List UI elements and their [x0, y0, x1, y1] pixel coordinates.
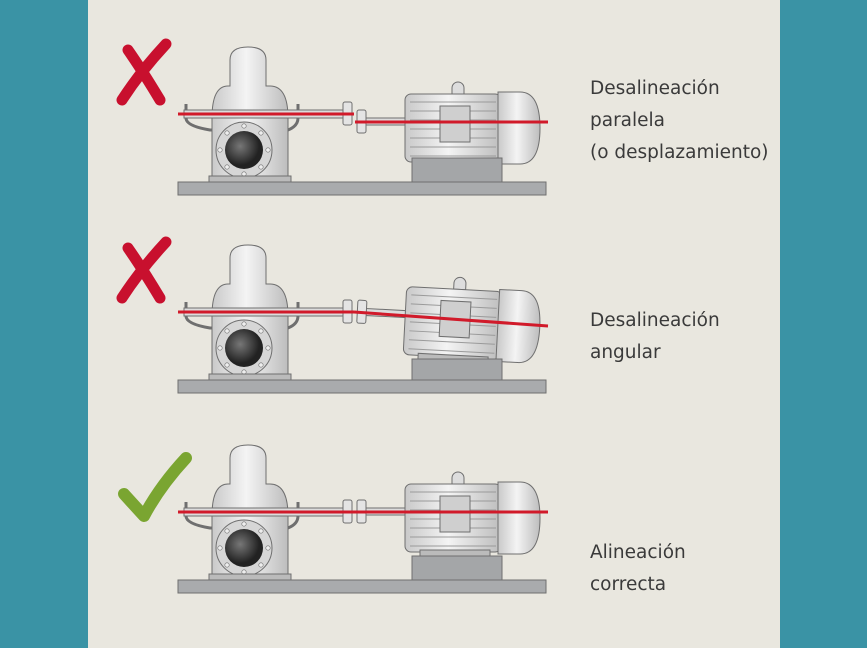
- incorrect-cross-icon: [116, 38, 172, 106]
- fan-cover: [495, 288, 541, 364]
- label-line: Desalineación: [590, 310, 720, 331]
- motor-base-block: [411, 555, 503, 581]
- lifting-eye-icon: [453, 276, 467, 291]
- flange-bolt: [224, 328, 230, 334]
- label-correct-alignment: Alineación correcta: [590, 537, 686, 601]
- pump-feet: [208, 373, 292, 381]
- label-line: Alineación: [590, 542, 686, 563]
- pump-outlet-icon: [225, 131, 263, 169]
- motor: [356, 471, 541, 557]
- pump-feet: [208, 175, 292, 183]
- cooling-fin: [408, 339, 495, 345]
- pump-motor-assembly-2: [116, 236, 549, 394]
- label-angular-misalignment: Desalineación angular: [590, 305, 720, 369]
- pump-feet: [208, 573, 292, 581]
- flange-bolt: [217, 545, 223, 551]
- label-parallel-misalignment: Desalineación paralela (o desplazamiento…: [590, 73, 769, 169]
- flange-bolt: [258, 164, 264, 170]
- pump-outlet-icon: [225, 529, 263, 567]
- lifting-eye-icon: [451, 81, 465, 95]
- incorrect-cross-icon: [116, 236, 172, 304]
- flange-bolt: [258, 362, 264, 368]
- flange-bolt: [224, 562, 230, 568]
- flange-bolt: [224, 164, 230, 170]
- flange-bolt: [258, 328, 264, 334]
- flange-bolt: [224, 362, 230, 368]
- flange-bolt: [241, 123, 247, 129]
- flange-bolt: [217, 345, 223, 351]
- flange-bolt: [241, 321, 247, 327]
- cooling-fin: [408, 348, 495, 354]
- base-plate: [177, 379, 547, 394]
- motor-base-block: [411, 358, 503, 381]
- correct-check-icon: [118, 452, 192, 522]
- flange-bolt: [224, 528, 230, 534]
- terminal-box: [439, 495, 471, 533]
- label-line: (o desplazamiento): [590, 142, 769, 163]
- flange-bolt: [258, 130, 264, 136]
- pump-motor-assembly-3: [118, 444, 548, 594]
- label-line: angular: [590, 342, 661, 363]
- cooling-fin: [411, 294, 498, 300]
- fan-cover: [497, 91, 541, 165]
- lifting-eye-icon: [451, 471, 465, 485]
- motor-axis-line: [353, 310, 549, 328]
- flange-bolt: [217, 147, 223, 153]
- terminal-box: [439, 105, 471, 143]
- pump-outlet-icon: [225, 329, 263, 367]
- motor: [356, 81, 541, 167]
- flange-bolt: [224, 130, 230, 136]
- flange-bolt: [258, 528, 264, 534]
- motor-base-block: [411, 157, 503, 183]
- motor-feet: [419, 549, 491, 557]
- base-plate: [177, 181, 547, 196]
- flange-bolt: [265, 147, 271, 153]
- label-line: Desalineación: [590, 78, 720, 99]
- base-plate: [177, 579, 547, 594]
- label-line: correcta: [590, 574, 667, 595]
- pump-motor-assembly-1: [116, 38, 548, 196]
- flange-bolt: [265, 345, 271, 351]
- flange-bolt: [241, 521, 247, 527]
- fan-cover: [497, 481, 541, 555]
- label-line: paralela: [590, 110, 666, 131]
- flange-bolt: [258, 562, 264, 568]
- flange-bolt: [265, 545, 271, 551]
